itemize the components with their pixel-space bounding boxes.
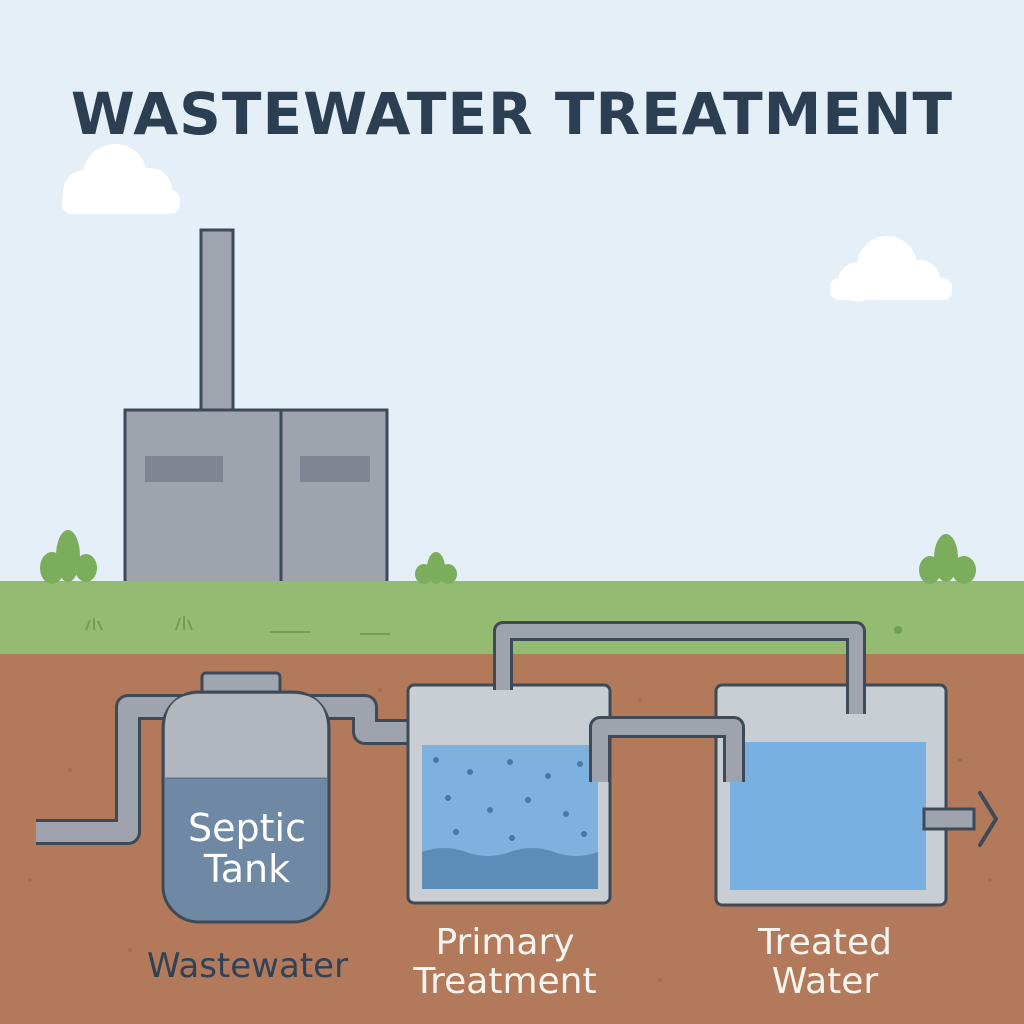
bush-icon	[40, 530, 97, 584]
cloud-icon	[62, 144, 180, 214]
treated-water-label-line1: Treated	[757, 922, 893, 963]
primary-treatment-label-line1: Primary	[435, 922, 575, 963]
septic-tank	[161, 671, 331, 924]
treated-water-tank	[714, 683, 948, 907]
primary-treatment-label-line2: Treatment	[413, 960, 597, 1002]
septic-tank-label-line1: Septic	[188, 806, 306, 850]
cloud-icon	[830, 236, 952, 302]
soil-specks	[28, 688, 992, 982]
septic-tank-label: Septic Tank	[166, 806, 328, 892]
factory-icon	[123, 228, 389, 585]
treated-water-label-line2: Water	[771, 960, 879, 1002]
treated-water-label: Treated Water	[720, 922, 930, 1002]
septic-tank-label-line2: Tank	[203, 847, 291, 892]
bush-icon	[415, 552, 457, 584]
connecting-pipe	[589, 716, 745, 782]
wastewater-label: Wastewater	[146, 946, 349, 986]
outflow-arrow-icon	[922, 791, 998, 847]
grass-tufts	[85, 616, 902, 635]
primary-treatment-tank	[406, 683, 612, 905]
diagram-title: WASTEWATER TREATMENT	[70, 80, 954, 148]
primary-treatment-label: Primary Treatment	[400, 922, 610, 1002]
bush-icon	[919, 534, 976, 584]
overflow-pipe	[493, 621, 866, 714]
